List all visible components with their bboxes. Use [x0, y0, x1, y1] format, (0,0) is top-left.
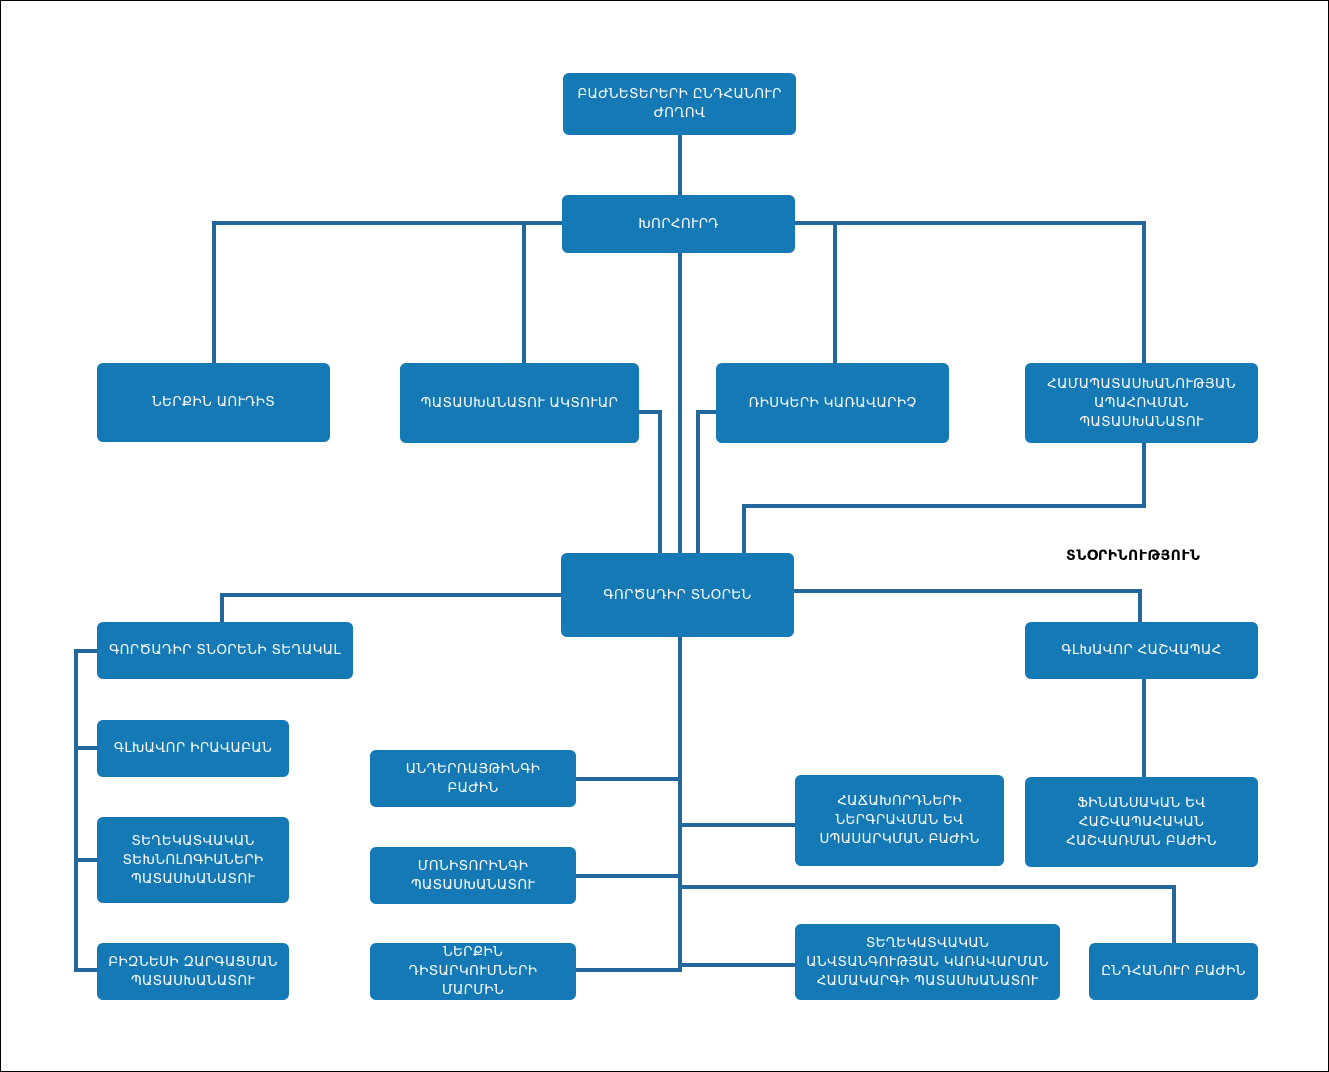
it-officer-box: ՏԵՂԵԿԱՏՎԱԿԱՆ ՏԵԽՆՈԼՈԳԻԱՆԵՐԻ ՊԱՏԱՍԽԱՆԱՏՈՒ [97, 817, 289, 903]
monitoring-box: ՄՈՆԻՏՈՐԻՆԳԻ ՊԱՏԱՍԽԱՆԱՏՈՒ [370, 847, 576, 904]
business-dev-box: ԲԻԶՆԵՍԻ ԶԱՐԳԱՑՄԱՆ ՊԱՏԱՍԽԱՆԱՏՈՒ [97, 943, 289, 1000]
connector-ceo-to-deputy [220, 593, 563, 624]
finance-accounting-box: ՖԻՆԱՆՍԱԿԱՆ ԵՎ ՀԱՇՎԱՊԱՀԱԿԱՆ ՀԱՇՎԱՌՄԱՆ ԲԱԺ… [1025, 777, 1258, 867]
internal-audit-box: ՆԵՐՔԻՆ ԱՈՒԴԻՏ [97, 363, 330, 442]
chief-accountant-box: ԳԼԽԱՎՈՐ ՀԱՇՎԱՊԱՀ [1025, 622, 1258, 679]
actuary-box: ՊԱՏԱՍԽԱՆԱՏՈՒ ԱԿՏՈՒԱՐ [400, 363, 639, 443]
infosec-box: ՏԵՂԵԿԱՏՎԱԿԱՆ ԱՆՎՏԱՆԳՈՒԹՅԱՆ ԿԱՌԱՎԱՐՄԱՆ ՀԱ… [795, 924, 1060, 1000]
management-caption: ՏՆՕՐԻՆՈՒԹՅՈՒՆ [1066, 548, 1201, 564]
connector-ceo-to-chief-accountant [792, 589, 1142, 624]
connector-trunk-to-general [678, 885, 1176, 945]
client-service-box: ՀԱՃԱԽՈՐԴՆԵՐԻ ՆԵՐԳՐԱՎՄԱՆ ԵՎ ՍՊԱՍԱՐԿՄԱՆ ԲԱ… [795, 775, 1004, 866]
connector-board-to-risk-manager [793, 221, 837, 365]
connector-compliance-to-ceo [742, 441, 1146, 555]
connector-board-to-internal-audit [212, 221, 564, 365]
connector-deputy-branch [74, 649, 99, 972]
connector-risk-manager-to-ceo [696, 410, 718, 555]
connector-board-to-compliance [793, 221, 1146, 365]
connector-actuary-to-ceo [637, 410, 662, 555]
chief-lawyer-box: ԳԼԽԱՎՈՐ ԻՐԱՎԱԲԱՆ [97, 720, 289, 777]
ceo-box: ԳՈՐԾԱԴԻՐ ՏՆՕՐԵՆ [561, 553, 794, 637]
risk-manager-box: ՌԻՍԿԵՐԻ ԿԱՌԱՎԱՐԻՉ [716, 363, 949, 443]
compliance-box: ՀԱՄԱՊԱՏԱՍԽԱՆՈՒԹՅԱՆ ԱՊԱՀՈՎՄԱՆ ՊԱՏԱՍԽԱՆԱՏՈ… [1025, 363, 1258, 443]
internal-investigations-box: ՆԵՐՔԻՆ ԴԻՏԱՐԿՈՒՄՆԵՐԻ ՄԱՐՄԻՆ [370, 943, 576, 1000]
underwriting-box: ԱՆԴԵՐՌԱՅԹԻՆԳԻ ԲԱԺԻՆ [370, 750, 576, 807]
deputy-ceo-box: ԳՈՐԾԱԴԻՐ ՏՆՕՐԵՆԻ ՏԵՂԱԿԱԼ [97, 622, 353, 679]
shareholders-meeting-box: ԲԱԺՆԵՏԵՐԵՐԻ ԸՆԴՀԱՆՈՒՐ ԺՈՂՈՎ [563, 73, 796, 135]
connector-board-to-actuary [522, 221, 564, 365]
board-box: ԽՈՐՀՈՒՐԴ [562, 195, 795, 253]
general-dept-box: ԸՆԴՀԱՆՈՒՐ ԲԱԺԻՆ [1089, 943, 1258, 1000]
